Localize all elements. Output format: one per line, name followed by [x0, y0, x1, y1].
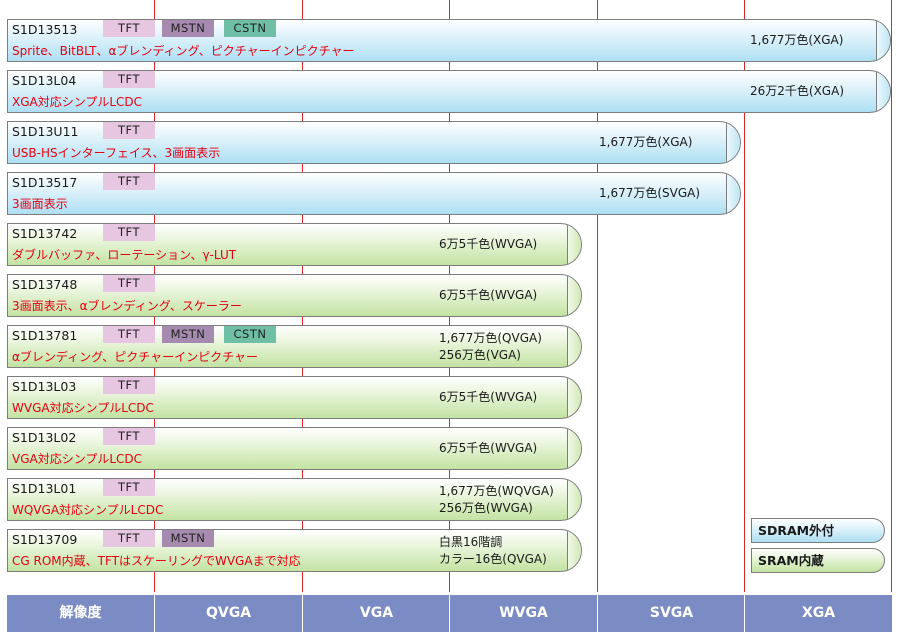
- feature-text: Sprite、BitBLT、αブレンディング、ピクチャーインピクチャー: [12, 44, 355, 58]
- panel-type-badge: TFT: [103, 173, 155, 190]
- model-name: S1D13517: [12, 175, 78, 190]
- feature-text: XGA対応シンプルLCDC: [12, 95, 143, 109]
- color-spec: カラー16色(QVGA): [439, 552, 547, 566]
- model-name: S1D13709: [12, 532, 78, 547]
- feature-text: WVGA対応シンプルLCDC: [12, 401, 154, 415]
- feature-text: αブレンディング、ピクチャーインピクチャー: [12, 350, 258, 364]
- bar-end-cap: [567, 377, 581, 418]
- feature-text: VGA対応シンプルLCDC: [12, 452, 143, 466]
- panel-type-badge: TFT: [103, 377, 155, 394]
- feature-text: 3画面表示、αブレンディング、スケーラー: [12, 299, 242, 313]
- panel-type-badge: TFT: [103, 479, 155, 496]
- grid-line: [597, 0, 598, 592]
- product-bar: S1D13781 TFT MSTN CSTN αブレンディング、ピクチャーインピクチャー…: [7, 325, 582, 368]
- axis-divider: [302, 595, 303, 632]
- color-spec: 6万5千色(WVGA): [439, 390, 538, 404]
- bar-end-cap: [726, 173, 740, 214]
- product-bar: S1D13742 TFT ダブルバッファ、ローテーション、γ-LUT 6万5千色(WV…: [7, 223, 582, 266]
- model-name: S1D13781: [12, 328, 78, 343]
- bar-end-cap: [567, 326, 581, 367]
- model-name: S1D13742: [12, 226, 78, 241]
- color-spec: 1,677万色(XGA): [750, 33, 844, 47]
- product-bar: S1D13513 TFT MSTN CSTN Sprite、BitBLT、αブレンディン…: [7, 19, 891, 62]
- bar-end-cap: [567, 530, 581, 571]
- color-spec: 6万5千色(WVGA): [439, 441, 538, 455]
- panel-type-badge: MSTN: [162, 20, 214, 37]
- grid-line: [744, 0, 745, 592]
- color-spec: 1,677万色(WQVGA): [439, 484, 554, 498]
- bar-end-cap: [567, 428, 581, 469]
- bar-end-cap: [567, 224, 581, 265]
- product-bar: S1D13748 TFT 3画面表示、αブレンディング、スケーラー 6万5千色(WVG…: [7, 274, 582, 317]
- color-spec: 白黒16階調: [439, 535, 503, 549]
- product-bar: S1D13L01 TFT WQVGA対応シンプルLCDC 1,677万色(WQVGA)…: [7, 478, 582, 521]
- feature-text: ダブルバッファ、ローテーション、γ-LUT: [12, 248, 237, 262]
- color-spec: 1,677万色(XGA): [599, 135, 693, 149]
- legend-sram-internal: SRAM内蔵: [751, 548, 885, 573]
- axis-wvga: WVGA: [499, 605, 548, 621]
- panel-type-badge: TFT: [103, 224, 155, 241]
- axis-divider: [154, 595, 155, 632]
- panel-type-badge: TFT: [103, 20, 155, 37]
- model-name: S1D13L01: [12, 481, 77, 496]
- bar-end-cap: [726, 122, 740, 163]
- product-bar: S1D13517 TFT 3画面表示 1,677万色(SVGA): [7, 172, 741, 215]
- axis-vga: VGA: [359, 605, 394, 621]
- color-spec: 6万5千色(WVGA): [439, 237, 538, 251]
- feature-text: 3画面表示: [12, 197, 68, 211]
- legend-sdram-external: SDRAM外付: [751, 518, 885, 543]
- product-bar: S1D13709 TFT MSTN CG ROM内蔵、TFTはスケーリングでWVGAま…: [7, 529, 582, 572]
- color-spec: 6万5千色(WVGA): [439, 288, 538, 302]
- bar-end-cap: [567, 275, 581, 316]
- bar-end-cap: [876, 20, 890, 61]
- color-spec: 26万2千色(XGA): [750, 84, 844, 98]
- model-name: S1D13L03: [12, 379, 77, 394]
- panel-type-badge: TFT: [103, 122, 155, 139]
- panel-type-badge: TFT: [103, 326, 155, 343]
- panel-type-badge: TFT: [103, 71, 155, 88]
- product-bar: S1D13L03 TFT WVGA対応シンプルLCDC 6万5千色(WVGA): [7, 376, 582, 419]
- feature-text: USB-HSインターフェイス、3画面表示: [12, 146, 221, 160]
- model-name: S1D13L04: [12, 73, 77, 88]
- product-bar: S1D13L02 TFT VGA対応シンプルLCDC 6万5千色(WVGA): [7, 427, 582, 470]
- feature-text: WQVGA対応シンプルLCDC: [12, 503, 164, 517]
- bar-end-cap: [567, 479, 581, 520]
- product-bar: S1D13U11 TFT USB-HSインターフェイス、3画面表示 1,677万色(X…: [7, 121, 741, 164]
- model-name: S1D13U11: [12, 124, 79, 139]
- model-name: S1D13748: [12, 277, 78, 292]
- color-spec: 1,677万色(SVGA): [599, 186, 701, 200]
- color-spec: 1,677万色(QVGA): [439, 331, 542, 345]
- axis-divider: [449, 595, 450, 632]
- axis-xga: XGA: [801, 605, 836, 621]
- feature-text: CG ROM内蔵、TFTはスケーリングでWVGAまで対応: [12, 554, 301, 568]
- panel-type-badge: MSTN: [162, 326, 214, 343]
- resolution-axis: 解像度 QVGA VGA WVGA SVGA XGA: [7, 595, 892, 632]
- model-name: S1D13513: [12, 22, 78, 37]
- product-bar: S1D13L04 TFT XGA対応シンプルLCDC 26万2千色(XGA): [7, 70, 891, 113]
- grid-line: [891, 0, 892, 592]
- bar-end-cap: [876, 71, 890, 112]
- panel-type-badge: TFT: [103, 428, 155, 445]
- axis-qvga: QVGA: [205, 605, 252, 621]
- axis-divider: [744, 595, 745, 632]
- color-spec: 256万色(WVGA): [439, 501, 533, 515]
- axis-title: 解像度: [59, 605, 102, 621]
- panel-type-badge: MSTN: [162, 530, 214, 547]
- panel-type-badge: CSTN: [224, 20, 276, 37]
- panel-type-badge: TFT: [103, 530, 155, 547]
- panel-type-badge: CSTN: [224, 326, 276, 343]
- color-spec: 256万色(VGA): [439, 348, 521, 362]
- model-name: S1D13L02: [12, 430, 77, 445]
- axis-svga: SVGA: [649, 605, 694, 621]
- panel-type-badge: TFT: [103, 275, 155, 292]
- axis-divider: [597, 595, 598, 632]
